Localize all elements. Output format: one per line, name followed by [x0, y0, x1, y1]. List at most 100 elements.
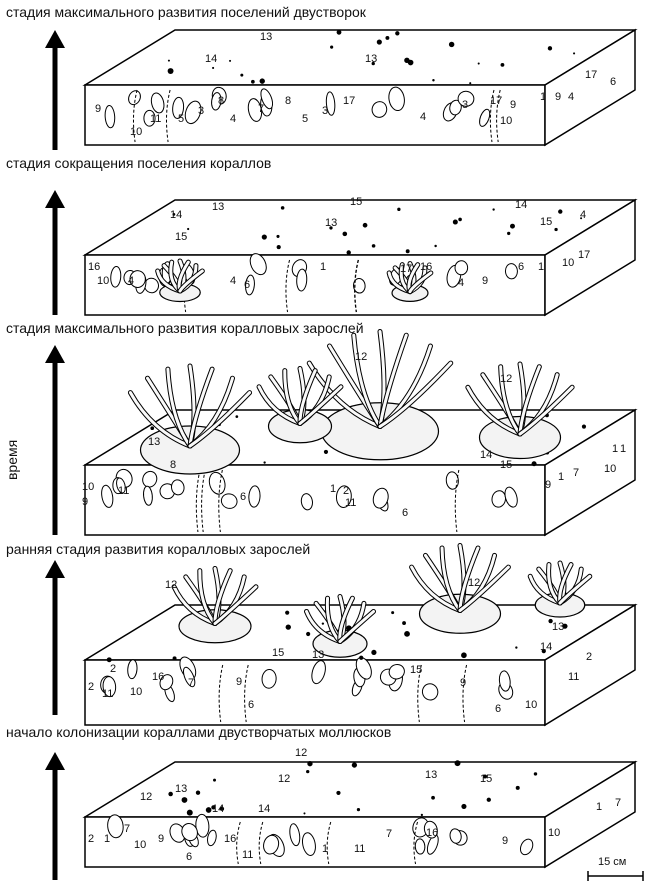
reference-number-label: 16: [152, 671, 164, 683]
reference-number-label: 17: [400, 263, 412, 275]
surface-debris: [336, 29, 342, 35]
time-arrow-head-4: [45, 560, 65, 578]
reference-number-label: 3: [198, 105, 204, 117]
burrow-trace: [218, 664, 224, 723]
reference-number-label: 11: [345, 497, 356, 509]
surface-debris: [541, 649, 546, 654]
coral-branch-fill: [188, 391, 252, 448]
reference-number-label: 15: [272, 647, 284, 659]
block-front-face: [84, 816, 546, 868]
surface-debris: [404, 630, 410, 637]
reference-number-label: 9: [545, 479, 551, 491]
surface-debris: [307, 761, 313, 767]
bivalve-shell: [504, 263, 518, 280]
reference-number-label: 16: [88, 261, 100, 273]
bivalve-shell: [325, 91, 336, 116]
stage-title-1: стадия максимального развития поселений …: [6, 4, 366, 20]
reference-number-label: 13: [552, 621, 564, 633]
burrow-trace: [132, 89, 138, 143]
reference-number-label: 10: [548, 827, 560, 839]
surface-debris: [477, 62, 480, 65]
reference-number-label: 9: [555, 91, 561, 103]
surface-debris: [452, 219, 458, 225]
block-side-face: [544, 28, 636, 147]
bivalve-shell: [211, 92, 222, 111]
reference-number-label: 9: [82, 496, 88, 508]
bivalve-shell: [129, 270, 146, 288]
surface-debris: [172, 656, 177, 661]
reference-number-label: 9: [510, 99, 516, 111]
coral-branch-fill: [558, 574, 592, 605]
surface-debris: [515, 785, 520, 790]
reference-number-label: 4: [230, 113, 236, 125]
surface-debris: [454, 760, 461, 767]
bivalve-shell: [289, 823, 301, 847]
bivalve-shell: [296, 268, 308, 292]
surface-debris: [167, 59, 170, 62]
burrow-trace: [417, 664, 422, 723]
reference-number-label: 6: [186, 851, 192, 863]
surface-debris: [500, 62, 505, 67]
reference-number-label: 17: [585, 69, 597, 81]
coral-branch-fill: [352, 333, 382, 428]
burrow-trace: [285, 259, 291, 313]
block-5: [82, 760, 638, 869]
bivalve-shell: [421, 683, 439, 701]
reference-number-label: 16: [224, 833, 236, 845]
surface-debris: [323, 449, 329, 455]
surface-debris: [458, 217, 462, 222]
reference-number-label: 4: [580, 209, 586, 221]
bivalve-shell: [220, 493, 238, 509]
reference-number-label: 12: [295, 747, 307, 759]
surface-debris: [395, 31, 400, 36]
bivalve-shell: [260, 88, 274, 110]
surface-debris: [285, 624, 291, 630]
reference-number-label: 9: [236, 676, 242, 688]
surface-debris: [240, 73, 244, 77]
bivalve-shell: [261, 669, 277, 689]
block-side-face: [544, 198, 636, 317]
coral-thicket-6: [409, 543, 511, 634]
burrow-trace: [258, 821, 264, 865]
reference-number-label: 16: [420, 261, 432, 273]
bivalve-shell: [263, 834, 280, 855]
bivalve-shell: [388, 663, 405, 680]
reference-number-label: 12: [500, 373, 512, 385]
bivalve-shell: [445, 471, 459, 490]
bivalve-shell: [171, 479, 185, 496]
coral-thicket-8: [527, 560, 593, 618]
reference-number-label: 6: [240, 491, 246, 503]
reference-number-label: 7: [573, 467, 579, 479]
bivalve-shell: [301, 832, 316, 856]
surface-debris: [306, 769, 310, 774]
surface-debris: [483, 774, 488, 779]
surface-debris: [235, 415, 239, 418]
coral-base: [320, 402, 440, 461]
surface-debris: [280, 206, 285, 210]
bivalve-shell: [249, 253, 267, 276]
reference-number-label: 15: [175, 231, 187, 243]
bivalve-shell: [457, 90, 475, 107]
coral-branch-fill: [440, 546, 462, 612]
surface-debris: [405, 249, 410, 254]
reference-number-label: 10: [82, 481, 94, 493]
surface-debris: [329, 226, 333, 230]
reference-number-label: 9: [460, 677, 466, 689]
burrow-trace: [462, 664, 468, 723]
surface-debris: [402, 621, 406, 625]
surface-debris: [150, 426, 155, 431]
surface-debris: [562, 623, 568, 629]
reference-number-label: 11: [354, 843, 365, 855]
reference-number-label: 2: [88, 833, 94, 845]
surface-debris: [397, 207, 401, 212]
reference-number-label: 8: [218, 95, 224, 107]
reference-number-label: 1: [596, 801, 602, 813]
reference-number-label: 1: [104, 833, 110, 845]
surface-debris: [492, 208, 495, 211]
reference-number-label: 1: [612, 443, 618, 455]
bivalve-shell: [372, 487, 389, 509]
burrow-trace: [236, 821, 241, 865]
burrow-trace: [166, 89, 171, 143]
stage-title-3: стадия максимального развития коралловых…: [6, 320, 364, 336]
reference-number-label: 3: [322, 105, 328, 117]
